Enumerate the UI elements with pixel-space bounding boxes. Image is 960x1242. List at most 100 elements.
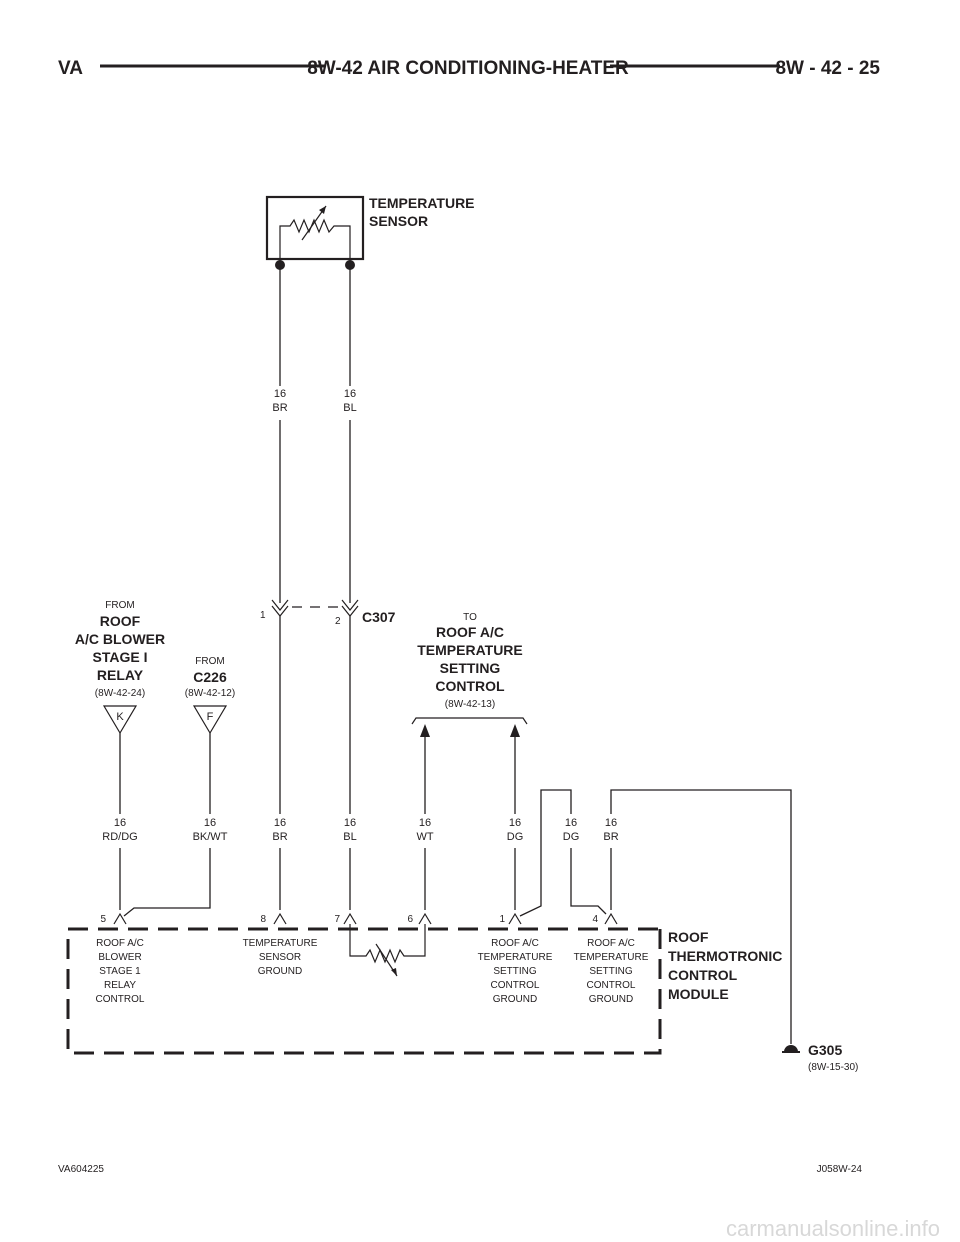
sensor-box [265,195,365,261]
relay-name-line: STAGE I [93,649,148,665]
wire-color-label: BR [272,402,287,414]
from-label: FROM [195,656,224,667]
page-header: VA 8W-42 AIR CONDITIONING-HEATER 8W - 42… [58,58,880,79]
up-arrow-icon [420,724,430,737]
c226-name: C226 [193,669,227,685]
thermistor-arrowhead-icon [391,968,397,976]
wire-gauge-label: 16 [274,388,286,400]
control-name-line: CONTROL [435,678,505,694]
wire-gauge-label: 16 [274,817,286,829]
internal-label-line: CONTROL [587,980,636,991]
wire-br-ground [610,789,792,1044]
internal-label-line: ROOF A/C [587,938,635,949]
pin-number: 7 [334,914,340,925]
wire-dg-jumper [519,789,572,917]
internal-label-line: BLOWER [98,952,141,963]
connector-terminal-symbol [271,599,289,611]
ground-page-ref: (8W-15-30) [808,1062,858,1073]
connector-terminal-symbol [271,605,289,617]
connector-pin-label: 2 [335,616,341,627]
pin-number: 6 [407,914,413,925]
wire-color-label: DG [507,831,524,843]
internal-label-line: CONTROL [491,980,540,991]
sensor-label-line2: SENSOR [369,213,428,229]
connector-pin-label: 1 [260,610,266,621]
header-title: 8W-42 AIR CONDITIONING-HEATER [307,58,629,79]
module-name-line: THERMOTRONIC [668,948,782,964]
wire-gauge-label: 16 [509,817,521,829]
footer-left: VA604225 [58,1164,104,1175]
header-left: VA [58,58,83,79]
relay-name-line: RELAY [97,667,144,683]
internal-label-line: TEMPERATURE [478,952,553,963]
wire-color-label: DG [563,831,580,843]
from-c226-reference: FROM C226 (8W-42-12) F [185,656,235,735]
module-internal-thermistor [349,924,426,964]
c226-page-ref: (8W-42-12) [185,688,235,699]
to-label: TO [463,612,477,623]
sensor-label-line1: TEMPERATURE [369,195,475,211]
internal-label-line: ROOF A/C [491,938,539,949]
connector-terminal-symbol [341,605,359,617]
wire-gauge-label: 16 [344,388,356,400]
module-pins: 5 8 7 6 1 4 [100,912,618,925]
up-arrow-icon [510,724,520,737]
connector-terminal-symbol [341,599,359,611]
relay-name-line: A/C BLOWER [75,631,165,647]
wire-bk-wt [123,848,211,917]
internal-label-line: RELAY [104,980,136,991]
control-name-line: SETTING [440,660,501,676]
terminal-triangle-icon [102,705,138,735]
pin-terminal-symbol [343,912,357,925]
wire-color-label: RD/DG [102,831,137,843]
connector-name: C307 [362,609,396,625]
ground-name: G305 [808,1042,842,1058]
to-control-reference: TO ROOF A/C TEMPERATURE SETTING CONTROL … [411,612,528,737]
internal-label-line: CONTROL [96,994,145,1005]
internal-label-line: TEMPERATURE [243,938,318,949]
terminal-letter: F [207,711,214,723]
wire-color-label: BR [603,831,618,843]
wire-gauge-label: 16 [114,817,126,829]
terminal-letter: K [116,711,124,723]
wire-color-label: BK/WT [193,831,228,843]
pin-terminal-symbol [604,912,618,925]
control-bracket [411,717,528,725]
module-name-line: CONTROL [668,967,738,983]
pin-terminal-symbol [113,912,127,925]
pin-terminal-symbol [418,912,432,925]
terminal-triangle-icon [192,705,228,735]
wire-gauge-label: 16 [565,817,577,829]
control-page-ref: (8W-42-13) [445,699,495,710]
header-right: 8W - 42 - 25 [775,58,880,79]
wire-color-label: WT [416,831,433,843]
ground-g305: G305 (8W-15-30) [782,1042,858,1073]
internal-label-line: SETTING [493,966,537,977]
control-name-line: TEMPERATURE [417,642,523,658]
internal-label-line: GROUND [589,994,633,1005]
sensor-arrowhead-icon [319,206,326,214]
wire-gauge-label: 16 [204,817,216,829]
wire-gauge-label: 16 [419,817,431,829]
control-name-line: ROOF A/C [436,624,504,640]
pin-terminal-symbol [508,912,522,925]
watermark-text: carmanualsonline.info [726,1216,940,1241]
relay-name-line: ROOF [100,613,141,629]
internal-label-line: SENSOR [259,952,301,963]
from-relay-reference: FROM ROOF A/C BLOWER STAGE I RELAY (8W-4… [75,600,165,735]
footer-right: J058W-24 [817,1164,863,1175]
thermotronic-control-module: ROOF A/C BLOWER STAGE 1 RELAY CONTROL TE… [66,924,782,1055]
internal-label-line: ROOF A/C [96,938,144,949]
pin-number: 1 [499,914,505,925]
module-name-line: ROOF [668,929,709,945]
internal-label-line: GROUND [493,994,537,1005]
wire-gauge-label: 16 [605,817,617,829]
module-name-line: MODULE [668,986,729,1002]
pin-terminal-symbol [273,912,287,925]
pin-number: 5 [100,914,106,925]
wire-gauge-label: 16 [344,817,356,829]
wire-color-label: BL [343,402,356,414]
temperature-sensor: TEMPERATURE SENSOR [265,195,475,270]
internal-label-line: SETTING [589,966,633,977]
